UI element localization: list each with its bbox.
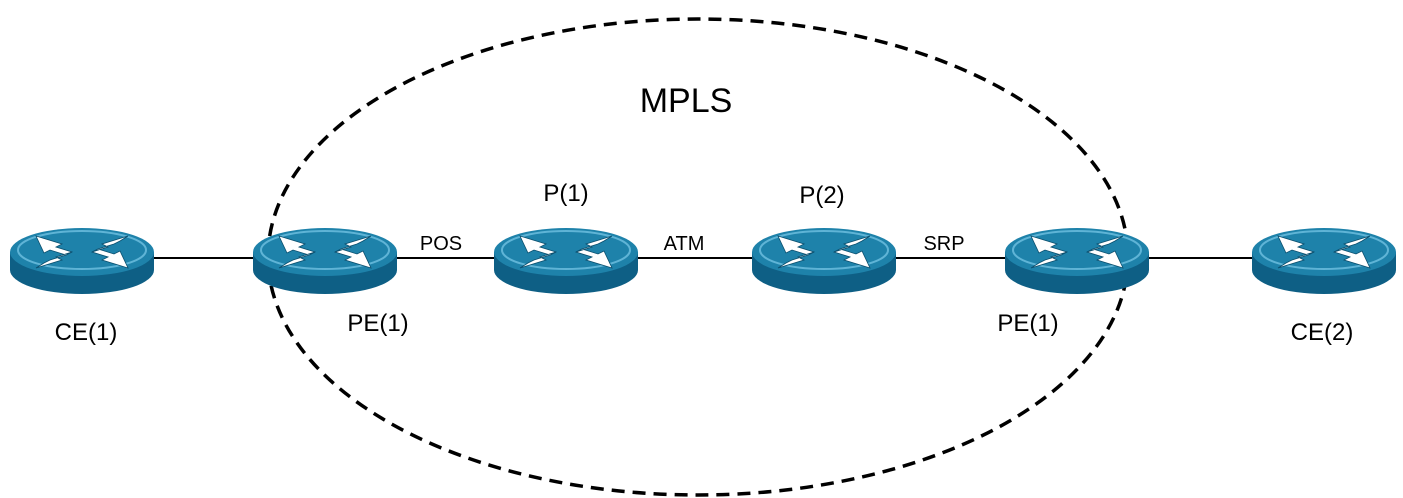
link-label-atm: ATM — [664, 233, 705, 255]
router-icon-pe1-right — [1004, 227, 1150, 295]
router-icon-pe1-left — [252, 227, 398, 295]
router-icon-p2 — [751, 227, 897, 295]
mpls-domain-label: MPLS — [640, 82, 733, 120]
link-label-pos: POS — [420, 233, 462, 255]
node-label-pe1-right: PE(1) — [997, 310, 1058, 337]
node-label-ce1: CE(1) — [55, 319, 118, 346]
node-label-pe1-left: PE(1) — [347, 310, 408, 337]
router-icon-ce2 — [1251, 227, 1397, 295]
node-label-ce2: CE(2) — [1291, 319, 1354, 346]
node-label-p2: P(2) — [799, 182, 844, 209]
link-label-srp: SRP — [923, 233, 964, 255]
node-label-p1: P(1) — [543, 180, 588, 207]
router-icon-p1 — [493, 227, 639, 295]
router-icon-ce1 — [9, 227, 155, 295]
